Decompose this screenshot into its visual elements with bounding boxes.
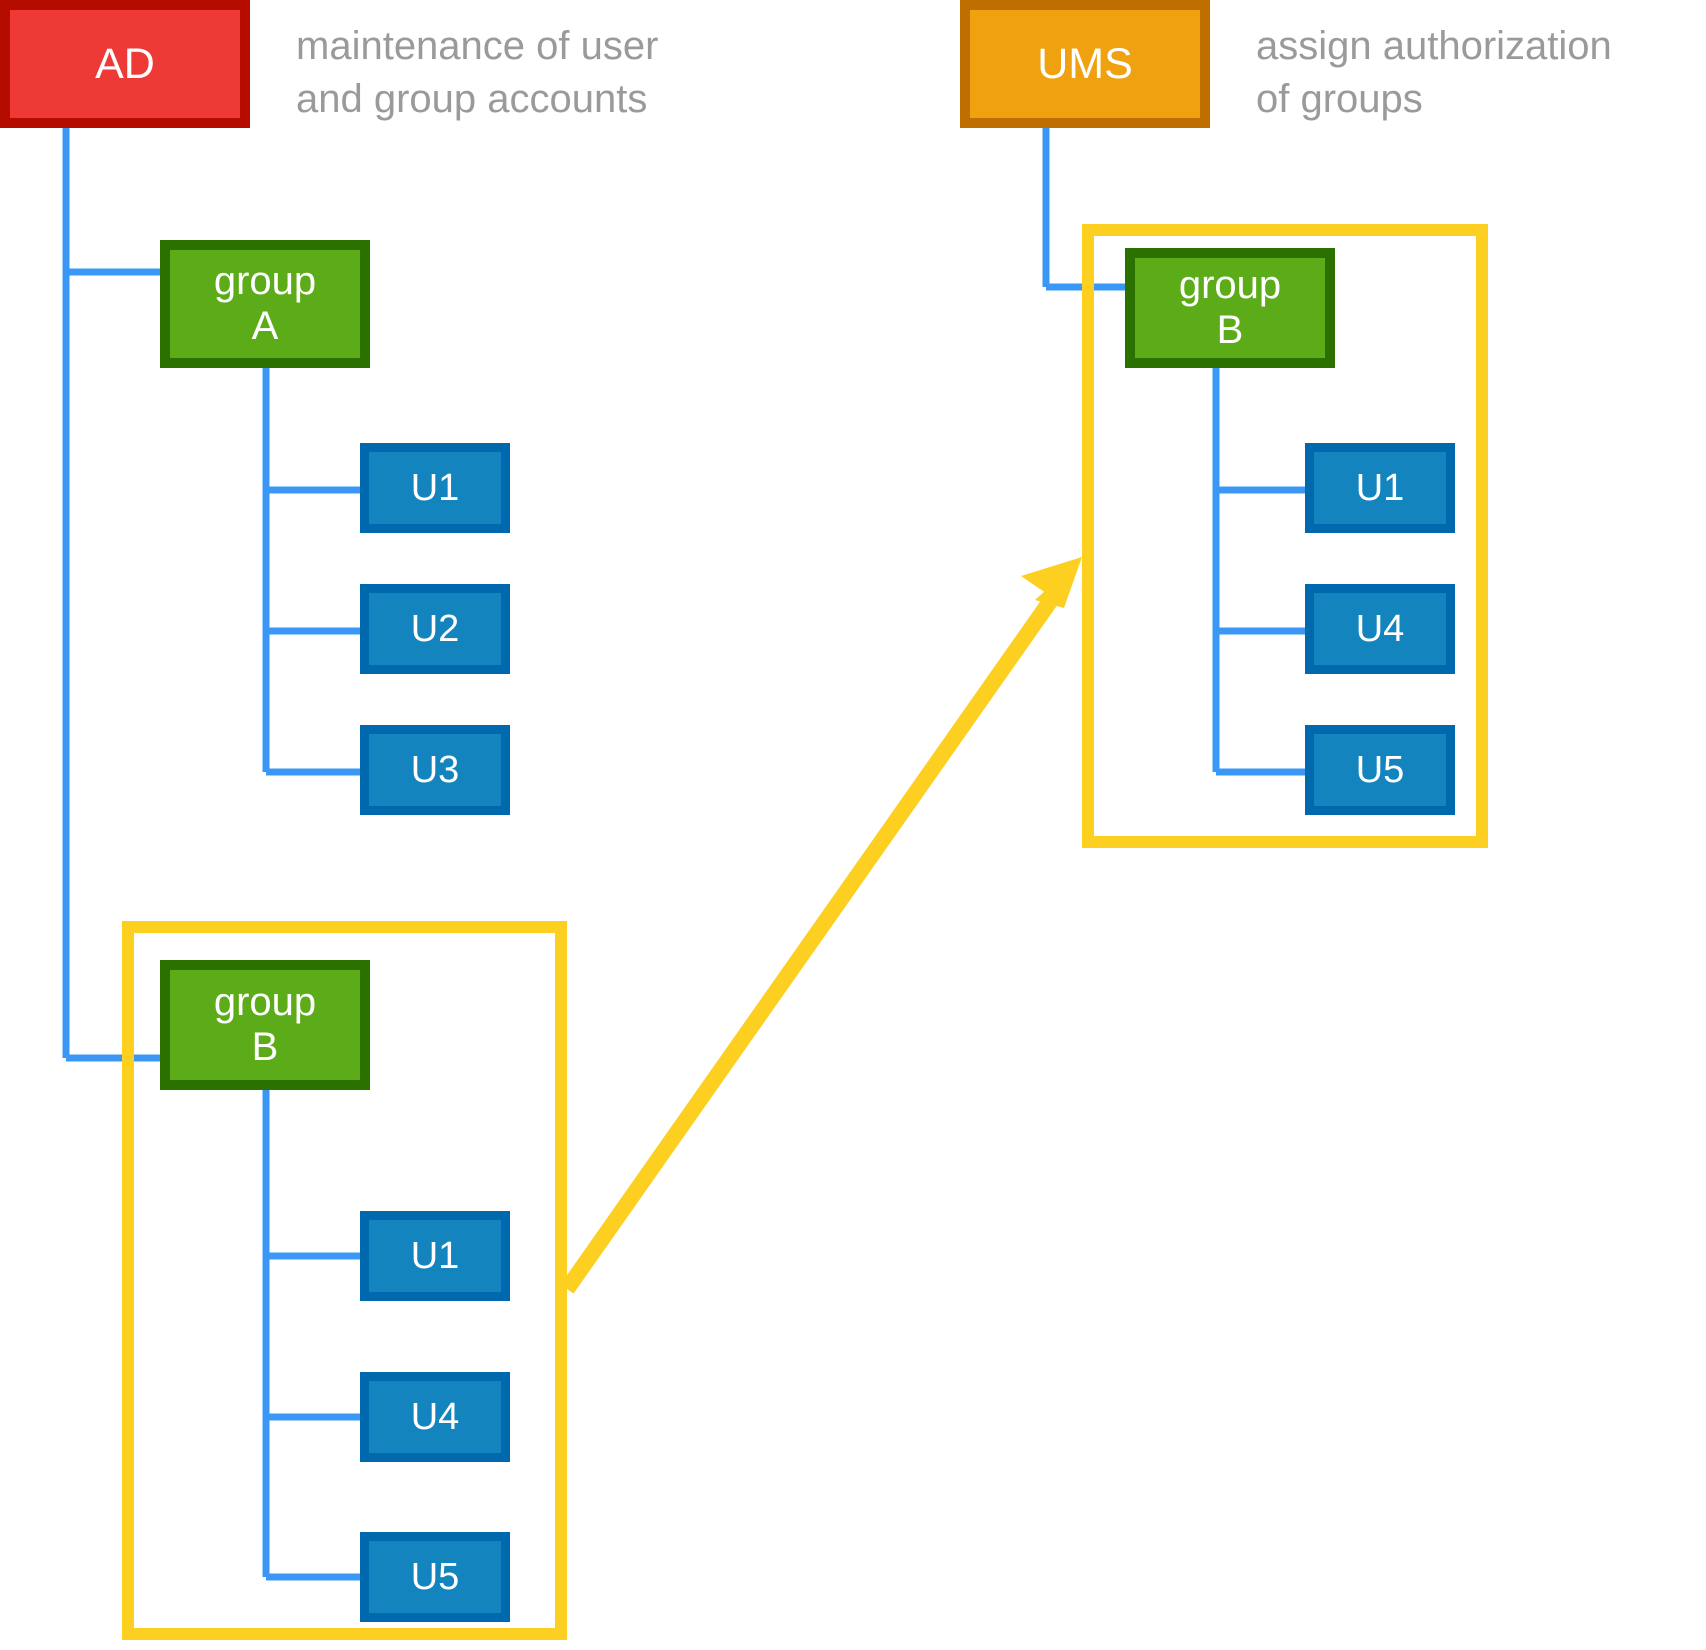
- wire-group-b-left-children: [262, 1090, 366, 1581]
- node-group-b-right-user-3[interactable]: U5: [1305, 725, 1455, 815]
- wire-group-a-children: [262, 368, 366, 776]
- caption-ad: maintenance of user and group accounts: [296, 24, 659, 121]
- node-group-b-right[interactable]: group B: [1125, 248, 1335, 368]
- node-group-b-left-user-2[interactable]: U4: [360, 1372, 510, 1462]
- node-ad[interactable]: AD: [0, 0, 250, 128]
- caption-ums: assign authorization of groups: [1256, 24, 1612, 121]
- node-group-a-user-1[interactable]: U1: [360, 443, 510, 533]
- node-group-a[interactable]: group A: [160, 240, 370, 368]
- wire-group-b-right-children: [1212, 368, 1310, 776]
- node-group-b-left-user-1[interactable]: U1: [360, 1211, 510, 1301]
- node-group-b-right-user-1[interactable]: U1: [1305, 443, 1455, 533]
- node-group-a-user-3[interactable]: U3: [360, 725, 510, 815]
- node-group-a-user-2[interactable]: U2: [360, 584, 510, 674]
- container-group-b-left: [122, 921, 567, 1640]
- container-group-b-right: [1082, 224, 1488, 848]
- node-group-b-left-user-3[interactable]: U5: [360, 1532, 510, 1622]
- node-group-b-right-user-2[interactable]: U4: [1305, 584, 1455, 674]
- node-ums[interactable]: UMS: [960, 0, 1210, 128]
- node-group-b-left[interactable]: group B: [160, 960, 370, 1090]
- mapping-arrow: [560, 557, 1082, 1294]
- wire-ad-trunk: [62, 128, 166, 1062]
